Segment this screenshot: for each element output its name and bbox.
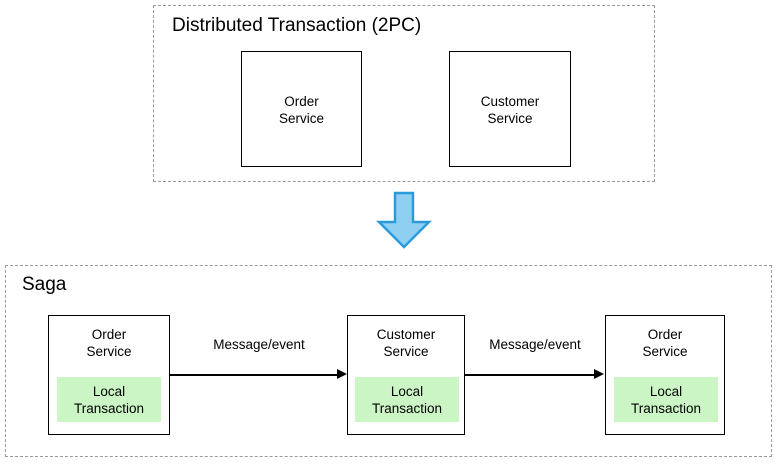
service-box-saga-customer-service[interactable]: Customer Service Local Transaction xyxy=(347,315,465,435)
service-box-order-service-2pc[interactable]: Order Service xyxy=(241,51,362,167)
local-transaction-badge-1: Local Transaction xyxy=(57,377,161,422)
connector-arrow-2-head xyxy=(594,369,604,380)
connector-arrow-1-shaft xyxy=(170,374,338,376)
service-label-customer-service-2pc: Customer Service xyxy=(480,94,540,126)
connector-label-2: Message/event xyxy=(489,337,581,352)
service-box-saga-order-service-2[interactable]: Order Service Local Transaction xyxy=(605,315,725,435)
connector-arrow-2 xyxy=(465,369,605,381)
local-transaction-badge-2: Local Transaction xyxy=(355,377,459,422)
group-distributed-transaction xyxy=(153,5,655,182)
local-transaction-badge-3: Local Transaction xyxy=(614,377,718,422)
group-title-distributed-transaction: Distributed Transaction (2PC) xyxy=(172,15,422,36)
group-title-saga: Saga xyxy=(22,274,67,295)
blue-down-arrow xyxy=(373,191,435,250)
service-box-saga-order-service-1[interactable]: Order Service Local Transaction xyxy=(48,315,170,435)
service-label-saga-order-service-2: Order Service xyxy=(642,327,688,359)
connector-label-1: Message/event xyxy=(213,337,305,352)
service-box-customer-service-2pc[interactable]: Customer Service xyxy=(449,51,571,167)
service-label-saga-order-service-1: Order Service xyxy=(86,327,132,359)
connector-arrow-1 xyxy=(170,369,347,381)
service-label-saga-customer-service: Customer Service xyxy=(376,327,436,359)
group-saga xyxy=(5,265,772,457)
service-label-order-service-2pc: Order Service xyxy=(278,94,324,126)
connector-arrow-1-head xyxy=(337,369,347,380)
connector-arrow-2-shaft xyxy=(465,374,595,376)
